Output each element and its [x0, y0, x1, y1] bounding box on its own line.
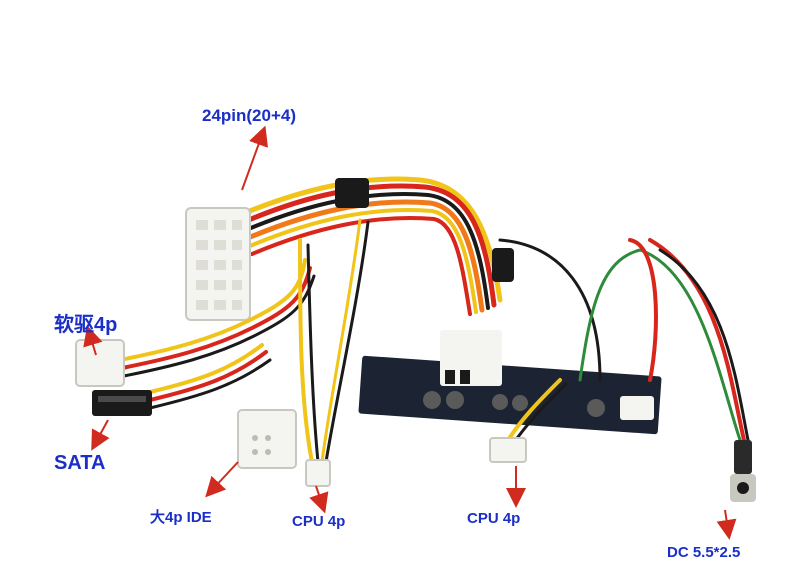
connector-cpu-right: [489, 437, 527, 463]
connector-floppy: [75, 339, 125, 387]
label-dc: DC 5.5*2.5: [667, 544, 741, 561]
cable-tie: [335, 178, 369, 208]
label-ide: 大4p IDE: [150, 509, 212, 526]
label-sata: SATA: [54, 452, 106, 474]
label-floppy: 软驱4p: [54, 314, 118, 336]
label-cpu-left: CPU 4p: [292, 513, 346, 530]
cable-tie: [492, 248, 514, 282]
arrow-cpu-left: [309, 485, 329, 514]
connector-cpu-left: [305, 459, 331, 487]
arrows: [83, 125, 737, 540]
label-cpu-right: CPU 4p: [467, 510, 521, 527]
arrow-sata: [91, 419, 110, 451]
dc-jack: [730, 440, 756, 502]
connector-24pin: [185, 207, 251, 321]
board-wires: [498, 238, 750, 449]
arrow-floppy: [83, 325, 103, 356]
connector-sata: [92, 390, 152, 416]
connector-ide: [237, 409, 297, 469]
main-harness: [237, 176, 503, 316]
arrow-24pin: [241, 125, 268, 191]
peripheral-wires: [118, 218, 370, 464]
label-24pin: 24pin(20+4): [202, 106, 297, 125]
arrow-dc: [716, 509, 737, 540]
arrow-ide: [205, 461, 239, 498]
circuit-board: [358, 330, 662, 435]
